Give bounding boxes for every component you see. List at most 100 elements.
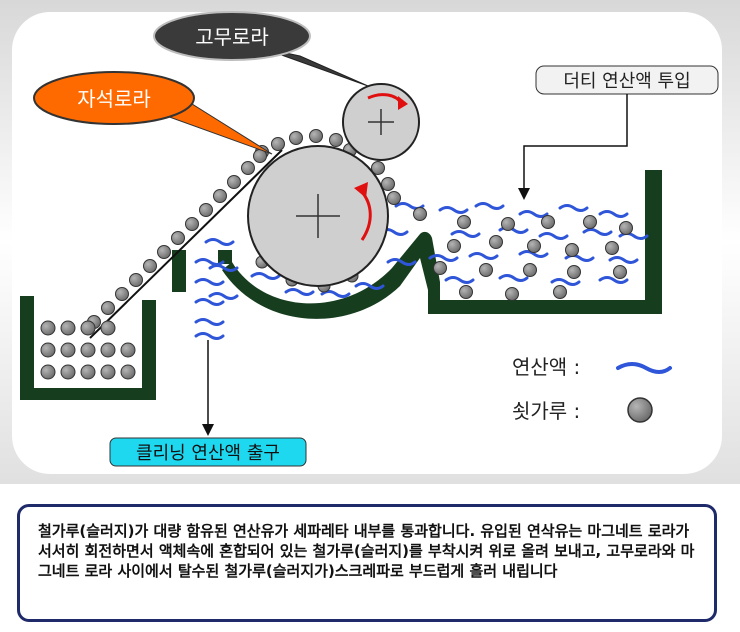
caption-box: 철가루(슬러지)가 대량 함유된 연산유가 세파레타 내부를 통과합니다. 유입… [17,504,717,622]
iron-particle [527,239,541,253]
iron-particle [241,161,255,175]
legend [616,362,672,423]
dirty-oil-input-label: 더티 연산액 투입 [563,71,690,92]
iron-particle [329,133,343,147]
iron-particle [199,203,213,217]
iron-particle [567,265,581,279]
iron-particle [553,285,567,299]
iron-particle [40,342,56,358]
iron-particle [120,342,136,358]
iron-particle [185,217,199,231]
iron-particle [541,215,555,229]
oil-wave [598,210,629,218]
iron-particle [100,364,116,380]
magnet-roller-label: 자석로라 [77,87,151,111]
iron-particle [289,131,303,145]
iron-particle [213,189,227,203]
iron-particle [271,137,285,151]
oil-wave [194,332,225,340]
iron-particle [309,129,323,143]
oil-wave [598,276,629,284]
iron-particle [60,320,76,336]
dirty-oil-arrow-head [518,188,530,200]
magnet-roller [247,145,389,287]
oil-wave [538,232,569,240]
oil-wave [194,318,225,326]
scraper-plate [89,149,283,339]
oil-wave [608,256,639,264]
inlet-stub [218,250,232,264]
iron-particle [565,243,579,257]
trough-curve [222,170,662,319]
oil-wave [386,258,417,266]
oil-wave [250,272,281,280]
separator-trough [172,250,186,292]
iron-particle [60,342,76,358]
iron-particle [413,207,427,221]
oil-wave [498,274,529,282]
iron-particle [40,320,56,336]
iron-particle [505,287,519,301]
oil-wave [582,228,613,236]
iron-particle [80,364,96,380]
legend-iron-particle [627,397,653,423]
oil-wave [450,230,481,238]
oil-wave [194,298,225,306]
iron-particle [613,265,627,279]
oil-waves [194,202,649,340]
oil-wave [438,206,469,214]
iron-particle [171,231,185,245]
oil-wave [194,258,225,266]
oil-wave [204,238,235,246]
iron-particle [387,191,401,205]
iron-particle [479,263,493,277]
oil-wave [208,264,239,272]
iron-particle [605,241,619,255]
legend-oil-label: 연산액 : [512,355,580,379]
oil-wave [444,276,475,284]
iron-particle [433,261,447,275]
iron-particle [157,245,171,259]
iron-particle [60,364,76,380]
iron-particle [100,342,116,358]
iron-particle [101,301,115,315]
iron-particle [80,342,96,358]
sludge-tank [20,296,156,400]
iron-particle [115,287,129,301]
iron-particle [459,285,473,299]
iron-particle [489,235,503,249]
iron-particle [40,364,56,380]
clean-oil-outlet: 클리닝 연산액 출구 [109,340,307,467]
iron-particle [80,320,96,336]
iron-particle [120,364,136,380]
oil-wave [518,250,549,258]
iron-particle [100,320,116,336]
oil-wave [468,252,499,260]
oil-wave [474,202,505,210]
iron-particle [381,177,395,191]
oil-wave [354,282,385,290]
rubber-roller-callout: 고무로라 [153,11,369,87]
legend-oil-wave [616,362,672,374]
iron-particle [143,259,157,273]
oil-wave [428,254,459,262]
iron-particle [447,239,461,253]
oil-wave [208,292,239,300]
rubber-roller-label: 고무로라 [195,25,269,49]
magnet-roller-callout: 자석로라 [33,71,273,155]
oil-wave [284,288,315,296]
rubber-arrow-head [398,96,408,110]
iron-particle [371,161,385,175]
iron-particle [227,175,241,189]
iron-particle [619,221,633,235]
oil-wave [558,204,589,212]
iron-particle [583,215,597,229]
dirty-oil-input: 더티 연산액 투입 [518,65,719,200]
iron-particle [523,263,537,277]
oil-wave [550,278,581,286]
clean-oil-outlet-label: 클리닝 연산액 출구 [136,443,280,464]
dirty-oil-pointer [523,94,628,190]
separator-diagram: 고무로라 자석로라 더티 연산액 투입 클리닝 연산액 출구 연산액 : 쇳가루… [0,0,740,484]
legend-iron-label: 쇳가루 : [512,399,580,423]
diagram-frame: 고무로라 자석로라 더티 연산액 투입 클리닝 연산액 출구 연산액 : 쇳가루… [0,0,740,484]
